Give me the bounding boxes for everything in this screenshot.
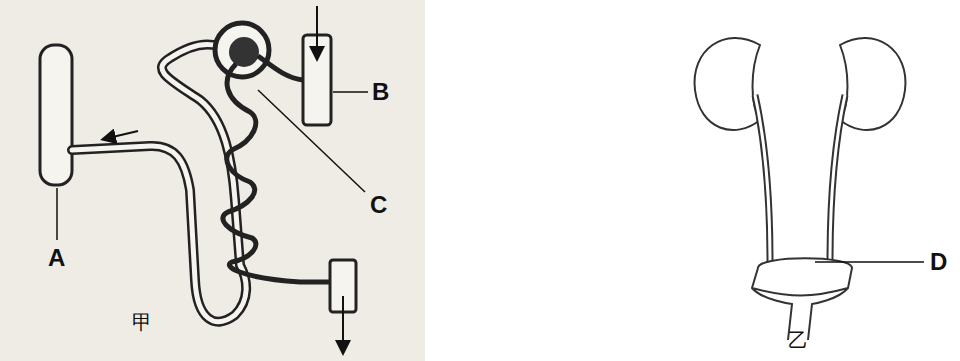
flow-arrow [342, 296, 344, 352]
collecting-duct [40, 45, 72, 185]
leader-line [815, 261, 924, 263]
ureter [755, 95, 770, 262]
part-label: 乙 [788, 330, 808, 350]
part-label: D [930, 250, 947, 274]
flow-arrow [104, 131, 138, 139]
leader-line [258, 90, 365, 192]
ureter-lumen [755, 95, 770, 262]
ureter [830, 95, 845, 262]
ureter-lumen [830, 95, 845, 262]
part-label: 甲 [132, 312, 152, 332]
glomerulus [229, 37, 259, 67]
kidney [695, 38, 760, 130]
part-label: C [370, 193, 387, 217]
leader-line [333, 91, 368, 93]
photo-ground [0, 0, 425, 361]
kidney [840, 38, 905, 130]
part-label: A [48, 246, 65, 270]
leader-line [56, 188, 58, 240]
renal-tubule [72, 44, 246, 321]
part-label: B [372, 80, 389, 104]
bladder [752, 258, 852, 340]
tubule-lumen [72, 44, 246, 321]
renal-capsule [215, 23, 269, 77]
capillary [223, 64, 330, 282]
urinary-system [695, 38, 924, 340]
afferent-arteriole [258, 56, 303, 80]
flow-arrow [316, 6, 318, 58]
nephron [40, 6, 368, 352]
